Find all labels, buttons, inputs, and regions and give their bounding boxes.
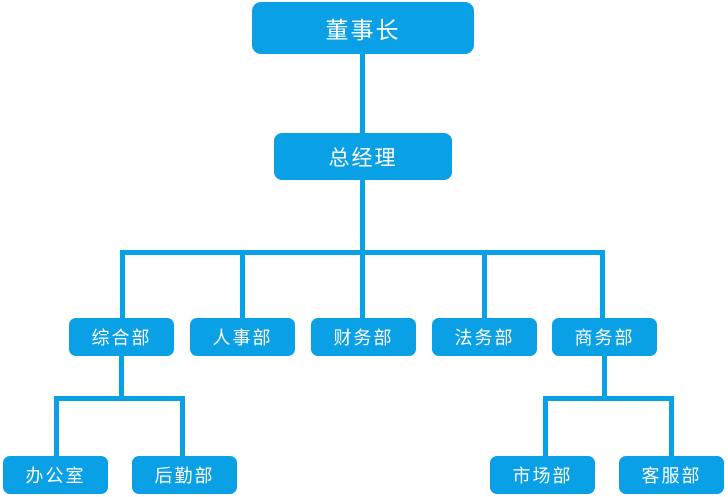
connector-drop-business — [600, 250, 605, 318]
connector-drop-office — [54, 396, 59, 456]
connector-business-distribution-bar — [543, 396, 674, 401]
connector-gm-down-stem — [360, 180, 365, 251]
connector-general-affairs-distribution-bar — [54, 396, 185, 401]
connector-drop-legal — [482, 250, 487, 318]
org-node-legal[interactable]: 法务部 — [432, 318, 537, 356]
connector-chairman-to-gm-stem — [360, 54, 365, 133]
connector-drop-customer-service — [669, 396, 674, 456]
org-node-office[interactable]: 办公室 — [3, 456, 108, 494]
org-node-general-affairs[interactable]: 综合部 — [69, 318, 174, 356]
org-node-finance[interactable]: 财务部 — [311, 318, 416, 356]
connector-drop-logistics — [180, 396, 185, 456]
org-node-business[interactable]: 商务部 — [552, 318, 657, 356]
org-node-chairman[interactable]: 董事长 — [252, 2, 474, 54]
connector-drop-human-resources — [240, 250, 245, 318]
org-node-marketing[interactable]: 市场部 — [490, 456, 595, 494]
connector-business-down-stem — [602, 356, 607, 400]
connector-drop-general-affairs — [120, 250, 125, 318]
connector-drop-finance — [360, 250, 365, 318]
org-node-logistics[interactable]: 后勤部 — [132, 456, 237, 494]
connector-general-affairs-down-stem — [119, 356, 124, 400]
org-node-human-resources[interactable]: 人事部 — [190, 318, 295, 356]
org-node-customer-service[interactable]: 客服部 — [619, 456, 724, 494]
connector-drop-marketing — [543, 396, 548, 456]
org-node-general-manager[interactable]: 总经理 — [274, 133, 452, 180]
